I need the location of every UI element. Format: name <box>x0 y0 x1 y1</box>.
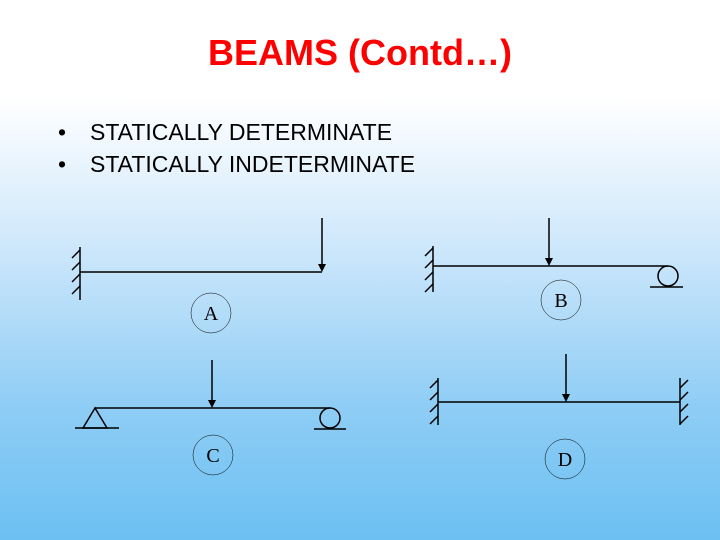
bullet-dot-icon: • <box>58 151 67 177</box>
bullet-text: STATICALLY DETERMINATE <box>90 119 393 145</box>
diagram-label-a: A <box>204 303 219 325</box>
bullet-item: • STATICALLY INDETERMINATE <box>58 148 415 180</box>
pin-support-icon <box>81 406 109 429</box>
label-circle <box>544 438 586 480</box>
roller-support-icon <box>319 407 341 429</box>
label-circle <box>190 292 232 334</box>
fixed-support-hatch-icon <box>424 247 434 293</box>
label-circle <box>192 434 234 476</box>
beam-diagram-a <box>71 218 326 334</box>
bullet-item: • STATICALLY DETERMINATE <box>58 116 415 148</box>
load-arrowhead-icon <box>208 400 216 408</box>
slide-title: BEAMS (Contd…) <box>208 32 512 73</box>
load-arrowhead-icon <box>545 258 553 266</box>
bullet-dot-icon: • <box>58 119 67 145</box>
bullet-list: • STATICALLY DETERMINATE • STATICALLY INDE… <box>58 116 415 180</box>
load-arrowhead-icon <box>318 264 326 272</box>
fixed-support-hatch-icon <box>71 249 81 295</box>
beam-diagram-d <box>429 354 689 480</box>
label-circle <box>540 279 582 321</box>
diagram-label-c: C <box>206 445 219 467</box>
fixed-support-hatch-icon <box>679 379 689 425</box>
beam-diagram-b <box>424 218 683 321</box>
load-arrowhead-icon <box>562 394 570 402</box>
bullet-text: STATICALLY INDETERMINATE <box>90 151 416 177</box>
fixed-support-hatch-icon <box>429 379 439 425</box>
diagram-label-d: D <box>558 449 572 471</box>
beam-diagram-c <box>75 360 346 476</box>
roller-support-icon <box>657 265 679 287</box>
diagram-label-b: B <box>554 290 567 312</box>
